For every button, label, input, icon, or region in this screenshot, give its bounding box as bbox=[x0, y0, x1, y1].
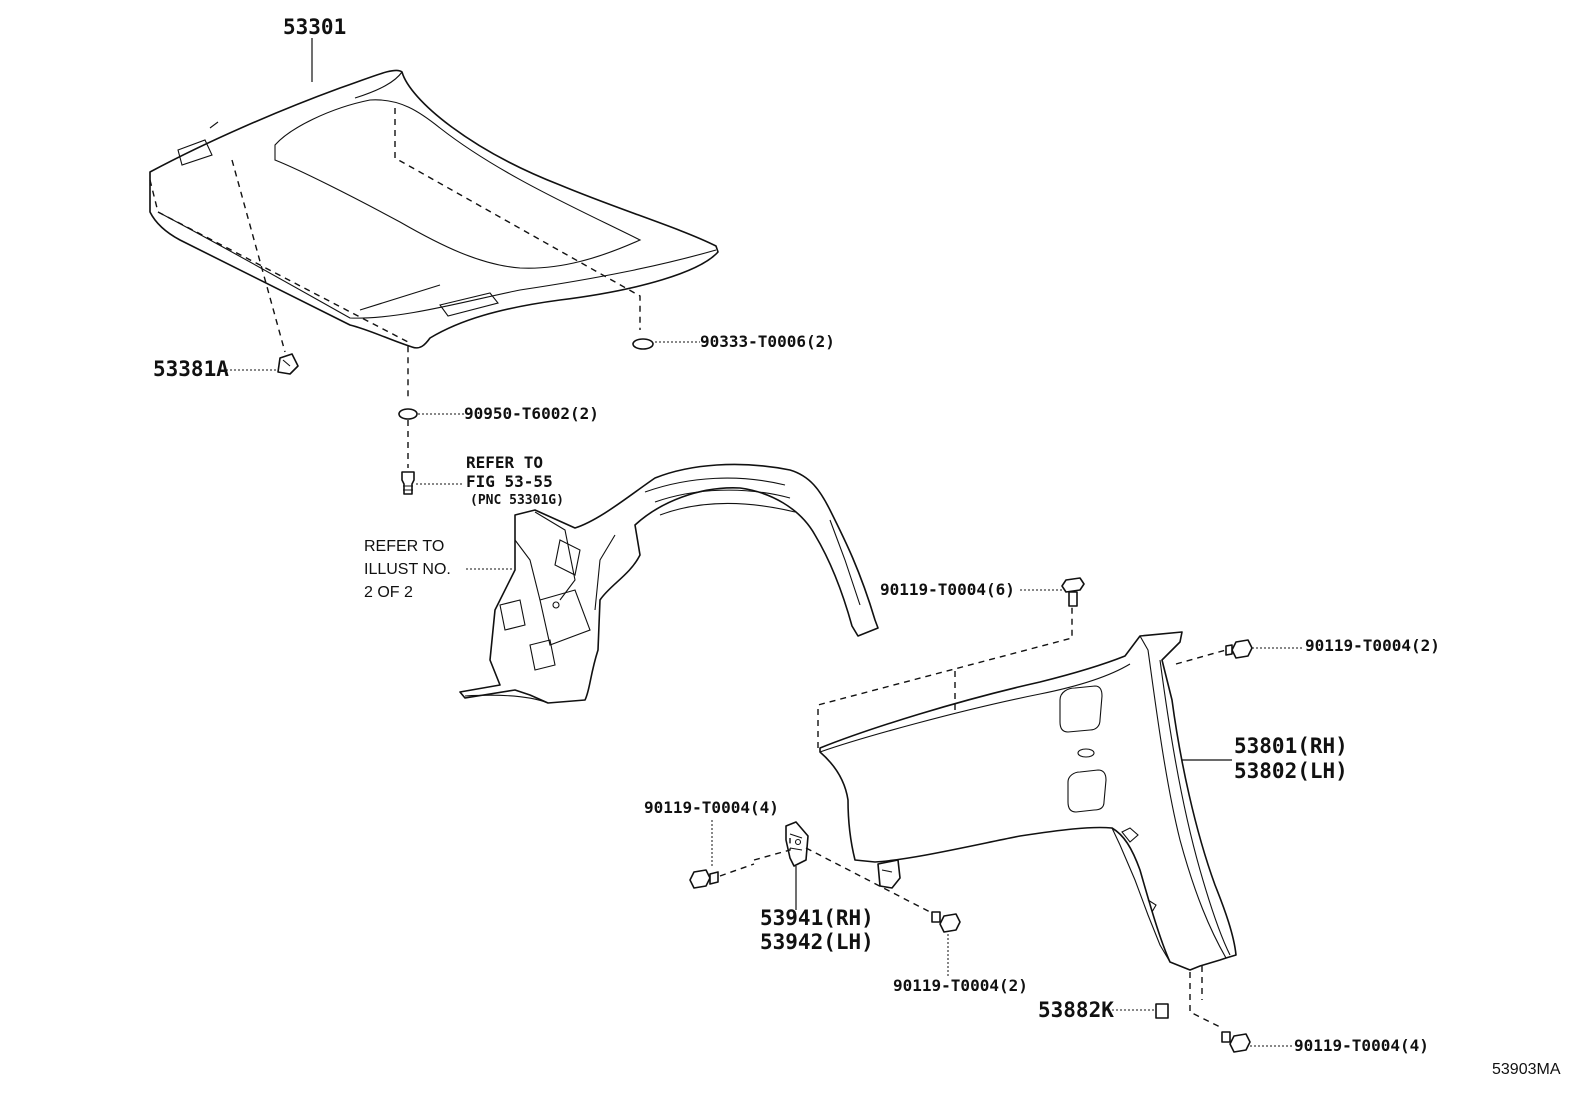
label-refer-illust-3: 2 OF 2 bbox=[364, 584, 413, 601]
hood-panel[interactable] bbox=[149, 69, 719, 349]
label-bolt-left: 90119-T0004(4) bbox=[644, 798, 779, 817]
label-refer-illust-1: REFER TO bbox=[364, 538, 444, 555]
label-refer-fig-1: REFER TO bbox=[466, 453, 543, 472]
bolt-right-icon[interactable] bbox=[1225, 639, 1253, 659]
label-bolt-top: 90119-T0004(6) bbox=[880, 580, 1015, 599]
label-fender-lh: 53802(LH) bbox=[1234, 759, 1348, 783]
washer-icon[interactable] bbox=[398, 408, 418, 420]
label-bolt-right: 90119-T0004(2) bbox=[1305, 636, 1440, 655]
clip-icon[interactable] bbox=[1155, 1003, 1169, 1019]
label-hood-washer: 90950-T6002(2) bbox=[464, 404, 599, 423]
cushion-icon[interactable] bbox=[277, 353, 299, 375]
hood-stud-icon[interactable] bbox=[401, 471, 415, 495]
fender-liner[interactable] bbox=[459, 463, 879, 704]
label-bolt-lower-mid: 90119-T0004(2) bbox=[893, 976, 1028, 995]
hood-dash-left bbox=[231, 159, 286, 353]
bracket-icon[interactable] bbox=[785, 821, 809, 867]
label-refer-illust-2: ILLUST NO. bbox=[364, 561, 451, 578]
bolt-left-dash bbox=[719, 863, 755, 877]
label-hood-seal-rear: 90333-T0006(2) bbox=[700, 332, 835, 351]
hood-seal-icon[interactable] bbox=[632, 338, 654, 350]
bolt-lower-mid-icon[interactable] bbox=[931, 911, 961, 933]
bracket-dash-right bbox=[805, 847, 931, 913]
hood-dash-right bbox=[394, 108, 641, 330]
label-refer-fig-3: (PNC 53301G) bbox=[470, 493, 564, 508]
diagram-id: 53903MA bbox=[1492, 1061, 1561, 1078]
fender-dash-top bbox=[817, 600, 1073, 748]
label-refer-fig-2: FIG 53-55 bbox=[466, 472, 553, 491]
fender-panel[interactable] bbox=[819, 631, 1237, 971]
hood-dash-front bbox=[149, 179, 409, 400]
bolt-top-icon[interactable] bbox=[1061, 577, 1085, 607]
label-clip: 53882K bbox=[1038, 998, 1114, 1022]
label-hood-cushion: 53381A bbox=[153, 357, 229, 381]
label-hood: 53301 bbox=[283, 15, 346, 39]
bracket-dash-left bbox=[753, 838, 791, 861]
fender-dash-bottom bbox=[1189, 972, 1223, 1029]
fender-dash-right bbox=[1175, 649, 1227, 665]
label-bolt-bottom-right: 90119-T0004(4) bbox=[1294, 1036, 1429, 1055]
bolt-left-icon[interactable] bbox=[689, 869, 719, 889]
label-bracket-rh: 53941(RH) bbox=[760, 906, 874, 930]
label-fender-rh: 53801(RH) bbox=[1234, 734, 1348, 758]
label-bracket-lh: 53942(LH) bbox=[760, 930, 874, 954]
bolt-bottom-right-icon[interactable] bbox=[1221, 1031, 1251, 1053]
